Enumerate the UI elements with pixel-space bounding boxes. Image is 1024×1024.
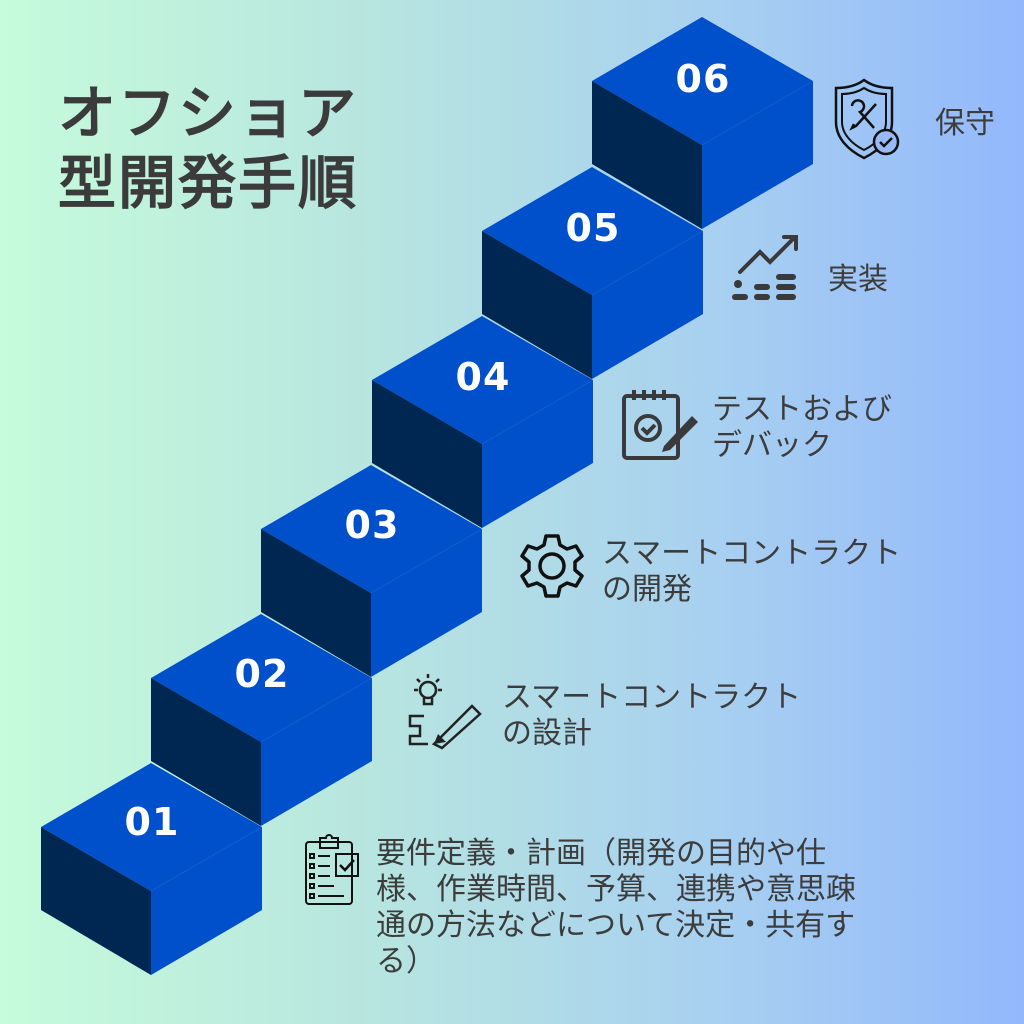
title-line-2: 型開発手順 (58, 149, 359, 217)
step-06-block (592, 17, 813, 229)
step-04-number: 04 (455, 355, 511, 399)
clipboard-checklist-icon (305, 834, 359, 905)
page-title: オフショア 型開発手順 (58, 78, 358, 218)
lightbulb-pencil-icon (408, 674, 482, 750)
step-03-block (261, 465, 482, 677)
step-01-label: 要件定義・計画（開発の目的や仕 様、作業時間、予算、連携や意思疎 通の方法などに… (376, 836, 856, 979)
step-05-number: 05 (565, 206, 621, 250)
step-05-label: 実装 (828, 262, 888, 297)
shield-tools-check-icon (834, 78, 900, 160)
step-02-number: 02 (234, 652, 290, 696)
step-02-block (151, 614, 372, 826)
step-03-number: 03 (344, 503, 400, 547)
step-03-label: スマートコントラクト の開発 (602, 536, 902, 607)
step-02-label: スマートコントラクト の設計 (502, 680, 802, 751)
step-06-number: 06 (675, 57, 731, 101)
step-04-block (372, 316, 593, 528)
step-06-label: 保守 (935, 106, 995, 141)
step-01-number: 01 (124, 800, 180, 844)
step-05-block (482, 167, 703, 379)
gear-icon (520, 534, 584, 598)
title-line-1: オフショア (58, 79, 359, 147)
step-01-block (41, 763, 262, 975)
notepad-check-pencil-icon (622, 390, 698, 460)
growth-chart-icon (732, 235, 798, 300)
step-04-label: テストおよび デバック (712, 392, 892, 463)
